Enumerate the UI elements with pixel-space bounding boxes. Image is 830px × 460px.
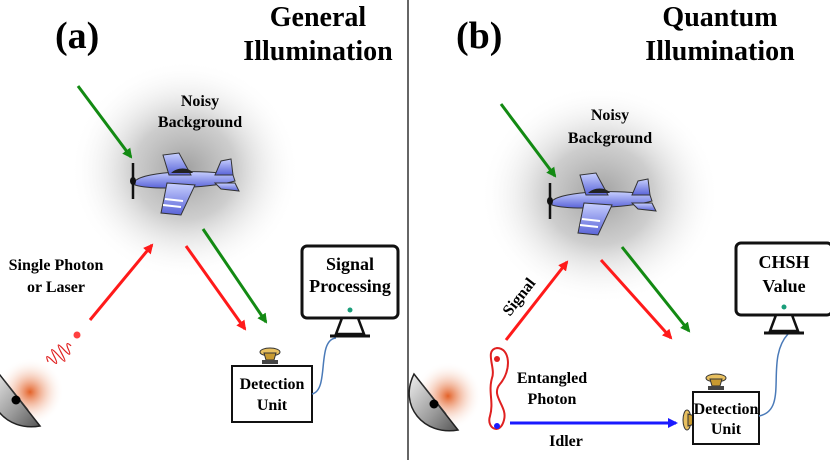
detection-label-b-line1: Detection bbox=[694, 401, 759, 418]
dish-icon-a bbox=[0, 357, 65, 428]
detection-label-a-line1: Detection bbox=[240, 376, 305, 393]
reflected-arrow-b bbox=[599, 258, 673, 340]
noise-arrow-out-a bbox=[201, 228, 268, 324]
panel-b: (b) Quantum Illumination Noisy Backgroun… bbox=[408, 2, 830, 450]
noise-label-b-line2: Background bbox=[568, 130, 652, 147]
noise-arrow-in-b bbox=[499, 103, 557, 178]
probe-arrow-a bbox=[88, 243, 154, 321]
source-label-line2: or Laser bbox=[27, 279, 85, 296]
idler-photon-dot bbox=[494, 423, 500, 429]
panel-a: (a) General Illumination Noisy Backgroun… bbox=[0, 2, 400, 428]
detection-label-a-line2: Unit bbox=[257, 397, 288, 414]
panel-a-title-line1: General bbox=[270, 2, 367, 33]
panel-b-title-line1: Quantum bbox=[662, 2, 777, 33]
noise-label-b-line1: Noisy bbox=[591, 107, 629, 124]
cable-a bbox=[311, 337, 337, 395]
entangled-pair-icon bbox=[488, 346, 509, 430]
signal-photon-dot bbox=[494, 356, 500, 362]
monitor-label-b-line1: CHSH bbox=[758, 252, 809, 272]
noise-label-a-line1: Noisy bbox=[181, 93, 219, 110]
speaker-icon-b-top bbox=[705, 373, 727, 391]
entangled-label-line2: Photon bbox=[528, 391, 577, 408]
entangled-label-line1: Entangled bbox=[517, 370, 587, 387]
signal-arrow bbox=[504, 260, 569, 341]
detection-label-b-line2: Unit bbox=[711, 421, 742, 438]
speaker-icon-a bbox=[259, 347, 281, 365]
detection-unit-b bbox=[692, 391, 760, 445]
reflected-arrow-a bbox=[184, 245, 247, 331]
panel-b-title-line2: Illumination bbox=[645, 36, 795, 67]
panel-a-title-line2: Illumination bbox=[243, 36, 393, 67]
panel-b-label: (b) bbox=[456, 15, 502, 57]
monitor-label-a-line2: Processing bbox=[309, 276, 391, 296]
photon-dot-icon bbox=[73, 331, 81, 339]
idler-label: Idler bbox=[549, 433, 583, 450]
signal-label: Signal bbox=[500, 275, 540, 320]
monitor-label-b-line2: Value bbox=[762, 276, 805, 296]
noise-arrow-in-a bbox=[76, 85, 133, 159]
noise-label-a-line2: Background bbox=[158, 114, 242, 131]
panel-a-label: (a) bbox=[55, 15, 99, 57]
wave-packet-icon bbox=[46, 343, 72, 364]
monitor-label-a-line1: Signal bbox=[326, 254, 374, 274]
dish-icon-b bbox=[408, 361, 483, 432]
cable-b bbox=[758, 333, 789, 417]
source-label-line1: Single Photon bbox=[9, 257, 104, 274]
noise-arrow-out-b bbox=[620, 246, 691, 333]
